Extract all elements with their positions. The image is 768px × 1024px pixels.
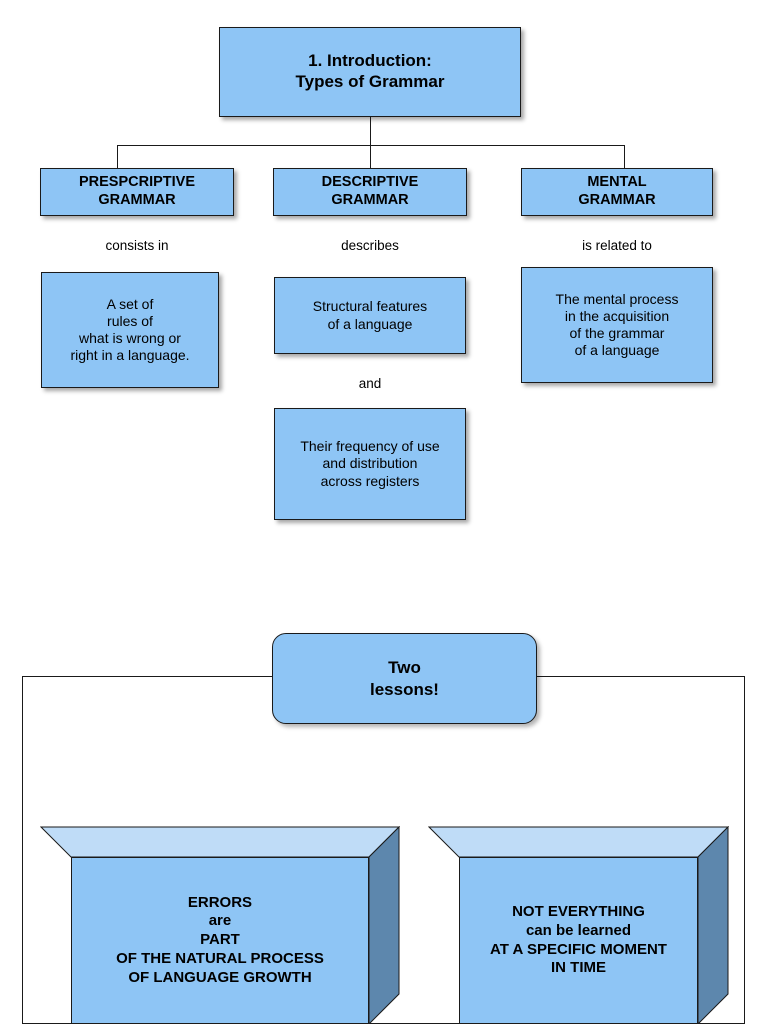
lesson-card-1-text: ERRORS are PART OF THE NATURAL PROCESS O…	[71, 857, 369, 1024]
connector-label-branch-2: describes	[341, 238, 399, 253]
connector-label-branch-3: is related to	[582, 238, 652, 253]
connector-to-branch-1	[117, 145, 118, 168]
node-branch-1-detail: A set of rules of what is wrong or right…	[41, 272, 219, 388]
node-branch-2-heading: DESCRIPTIVE GRAMMAR	[273, 168, 467, 216]
connector-label-branch-1: consists in	[105, 238, 169, 253]
lesson-card-2-text: NOT EVERYTHING can be learned AT A SPECI…	[459, 857, 698, 1024]
lesson-card-2-3d-faces	[428, 826, 729, 1024]
node-branch-3-detail: The mental process in the acquisition of…	[521, 267, 713, 383]
node-branch-2-detail: Structural features of a language	[274, 277, 466, 354]
lesson-card-2: NOT EVERYTHING can be learned AT A SPECI…	[428, 826, 729, 1024]
connector-title-down	[370, 117, 371, 145]
node-branch-2-detail-secondary: Their frequency of use and distribution …	[274, 408, 466, 520]
connector-to-branch-3	[624, 145, 625, 168]
node-branch-3-heading: MENTAL GRAMMAR	[521, 168, 713, 216]
lesson-card-1: ERRORS are PART OF THE NATURAL PROCESS O…	[40, 826, 400, 1024]
lessons-banner: Two lessons!	[272, 633, 537, 724]
lesson-card-1-3d-faces	[40, 826, 400, 1024]
connector-to-branch-2	[370, 145, 371, 168]
node-title: 1. Introduction: Types of Grammar	[219, 27, 521, 117]
node-branch-1-heading: PRESPCRIPTIVE GRAMMAR	[40, 168, 234, 216]
connector-label-branch-2-secondary: and	[358, 376, 382, 391]
